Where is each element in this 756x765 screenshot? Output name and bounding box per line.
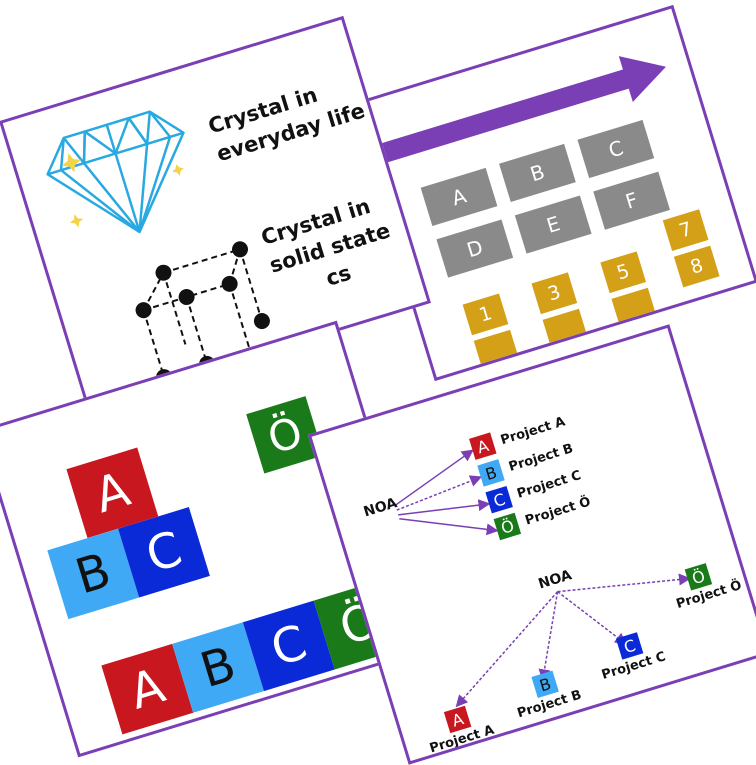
progress-arrow-icon [366,56,666,167]
crystal-card: Crystal in everyday life Crystal i [0,15,431,409]
diamond-icon [46,110,185,234]
connector-arrows [394,449,692,708]
noa-projects-card: NOA A Project A B Project B C Project C … [307,324,756,765]
tile-grid-card: A B C D E F 1 3 5 7 8 [349,4,756,382]
